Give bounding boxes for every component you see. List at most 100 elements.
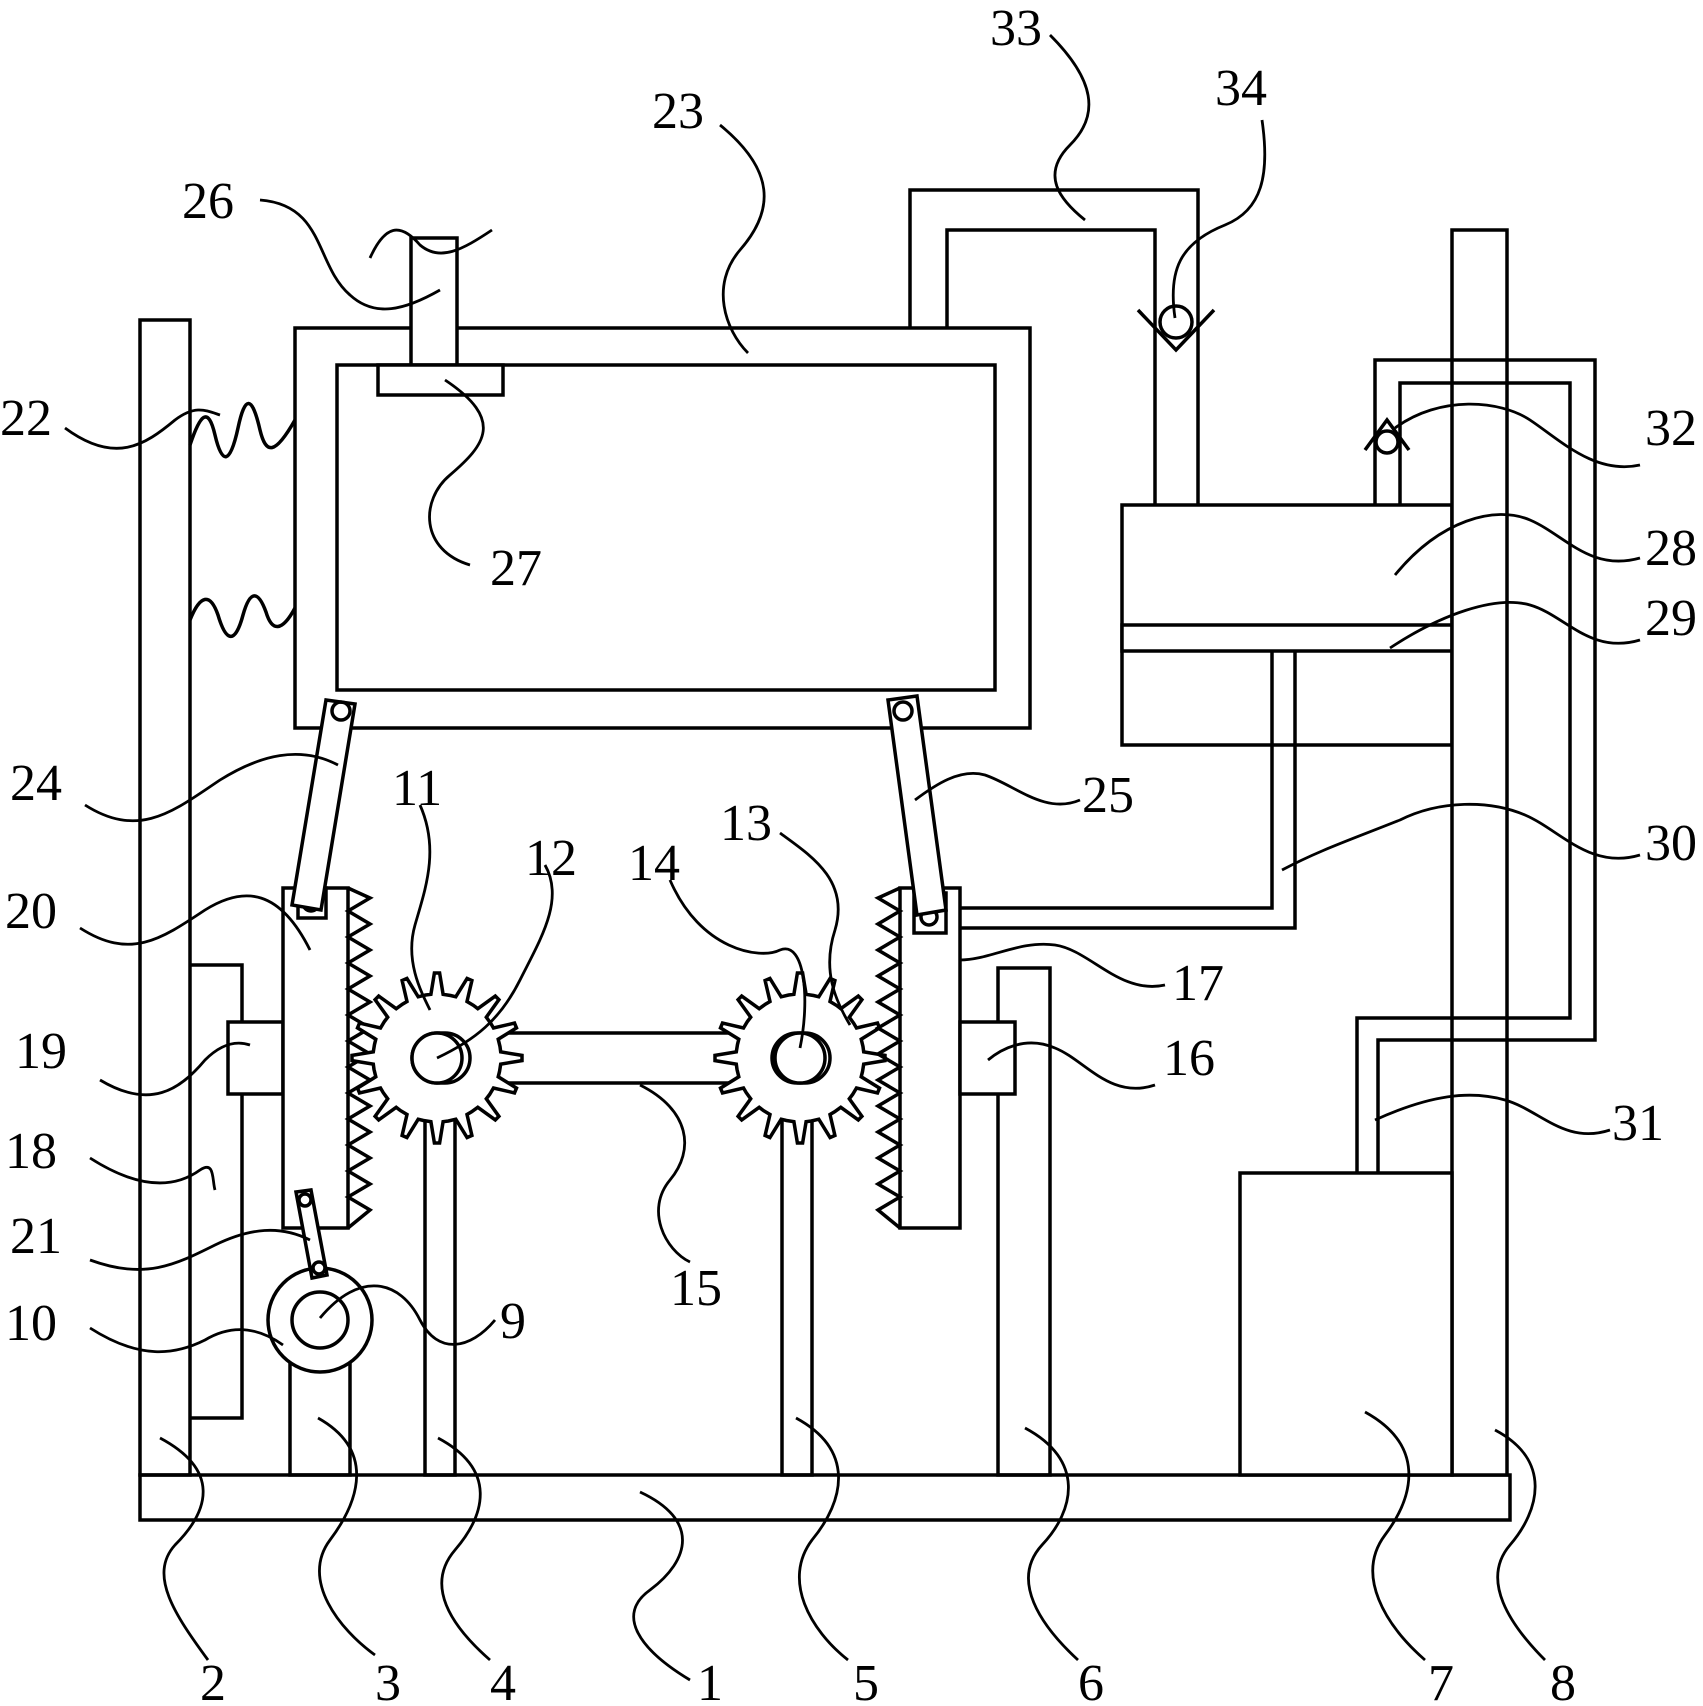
leader-1	[632, 1490, 691, 1682]
leader-15	[639, 1083, 691, 1264]
right-rack-teeth	[874, 886, 904, 1230]
leader-7	[1364, 1410, 1426, 1662]
label-20: 20	[5, 883, 57, 940]
inlet-pipe-break-line	[368, 228, 493, 259]
leader-27	[428, 378, 485, 567]
label-29: 29	[1645, 590, 1697, 647]
slider-16	[958, 1020, 1017, 1096]
leader-12	[436, 864, 554, 1060]
check-valve-34-ball	[1158, 304, 1194, 340]
left-frame-column-2	[138, 318, 192, 1477]
leader-21	[89, 1228, 311, 1271]
label-15: 15	[670, 1260, 722, 1317]
label-28: 28	[1645, 520, 1697, 577]
leader-6	[1024, 1426, 1079, 1662]
label-5: 5	[853, 1655, 879, 1706]
label-22: 22	[0, 390, 52, 447]
label-11: 11	[392, 760, 442, 817]
pipe-32-outer	[1373, 358, 1597, 1173]
leader-4	[437, 1436, 491, 1662]
label-34: 34	[1215, 60, 1267, 117]
leader-31	[1374, 1093, 1611, 1136]
spring-22-upper	[188, 401, 297, 459]
leader-22	[64, 408, 221, 450]
leader-25	[914, 772, 1081, 806]
leader-34	[1171, 119, 1267, 319]
leader-10	[89, 1326, 284, 1354]
leader-26	[259, 198, 441, 311]
shaft-9	[290, 1290, 350, 1350]
piston-rod-30-outer	[960, 651, 1274, 910]
leader-2	[159, 1436, 210, 1661]
guide-bar-18	[190, 963, 244, 1420]
label-25: 25	[1082, 767, 1134, 824]
label-6: 6	[1078, 1655, 1104, 1706]
distributor-27	[376, 363, 505, 397]
label-16: 16	[1163, 1030, 1215, 1087]
box-23	[293, 326, 1032, 730]
leader-18	[89, 1156, 217, 1191]
box-inner-liner	[335, 363, 997, 692]
leader-33	[1049, 34, 1091, 222]
tank-7	[1238, 1171, 1454, 1477]
label-23: 23	[652, 83, 704, 140]
leader-lines	[64, 34, 1641, 1682]
label-1: 1	[697, 1655, 723, 1706]
piston-29	[1120, 623, 1454, 653]
leader-5	[795, 1416, 849, 1662]
right-column-8	[1450, 228, 1509, 1477]
spring-22-lower	[188, 594, 297, 638]
post-6	[996, 966, 1052, 1477]
label-8: 8	[1550, 1655, 1576, 1706]
label-14: 14	[628, 835, 680, 892]
slider-19	[226, 1020, 285, 1096]
label-21: 21	[10, 1208, 62, 1265]
right-link-top-pin	[892, 700, 914, 722]
label-19: 19	[15, 1023, 67, 1080]
label-7: 7	[1428, 1655, 1454, 1706]
piston-rod-30-inner	[960, 651, 1297, 930]
label-9: 9	[500, 1293, 526, 1350]
label-26: 26	[182, 173, 234, 230]
left-rack-body-20	[281, 886, 350, 1230]
check-valve-32-ball	[1374, 429, 1400, 455]
pipe-32-inner	[1355, 381, 1572, 1173]
label-4: 4	[490, 1655, 516, 1706]
leader-20	[79, 894, 312, 951]
leader-11	[410, 804, 432, 1011]
leader-16	[987, 1041, 1156, 1090]
leader-19	[99, 1041, 251, 1097]
crank-link-21	[293, 1188, 330, 1281]
check-valve-32-v	[1363, 417, 1411, 452]
label-30: 30	[1645, 815, 1697, 872]
label-27: 27	[490, 540, 542, 597]
label-2: 2	[200, 1655, 226, 1706]
left-link-24	[289, 698, 358, 913]
leader-13	[779, 831, 852, 1026]
leader-23	[719, 123, 766, 354]
leader-9	[318, 1284, 497, 1346]
pipe-33-inner	[945, 228, 1157, 505]
label-13: 13	[720, 795, 772, 852]
right-link-25	[886, 694, 948, 918]
label-32: 32	[1645, 400, 1697, 457]
label-31: 31	[1612, 1095, 1664, 1152]
label-18: 18	[5, 1123, 57, 1180]
leader-3	[317, 1416, 376, 1657]
crank-link-pin-bottom	[311, 1260, 327, 1276]
leader-29	[1389, 601, 1641, 650]
axle-14	[773, 1031, 827, 1085]
leader-17	[959, 942, 1166, 988]
right-rack-body-17	[898, 886, 962, 1230]
leader-30	[1281, 802, 1641, 872]
label-24: 24	[10, 755, 62, 812]
leader-28	[1393, 513, 1641, 576]
leader-32	[1394, 402, 1641, 468]
label-12: 12	[525, 830, 577, 887]
label-17: 17	[1172, 955, 1224, 1012]
leader-8	[1494, 1428, 1546, 1661]
pipe-33-outer	[908, 188, 1200, 505]
